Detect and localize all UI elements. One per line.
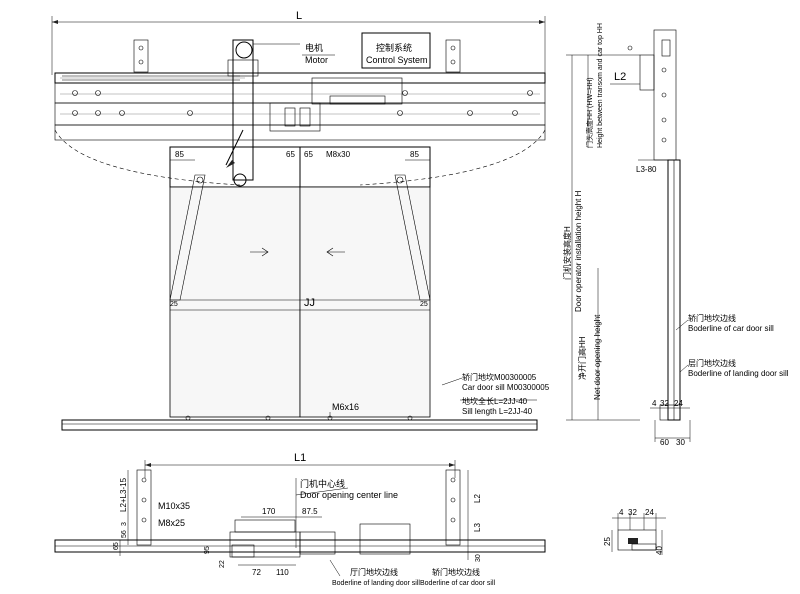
dim-25-right: 25 xyxy=(420,301,428,308)
top-dim-87-5: 87.5 xyxy=(302,507,318,516)
car-sill-en: Boderline of car door sill xyxy=(688,324,774,333)
top-dim-95: 95 xyxy=(204,546,211,554)
side-dim-4: 4 xyxy=(652,399,657,408)
motor-label-en: Motor xyxy=(305,55,328,65)
install-h-cn: 门机安装高度H xyxy=(562,226,572,280)
dim-25-left: 25 xyxy=(170,301,178,308)
dim-l2: L2 xyxy=(614,71,626,83)
landing-sill-cn: 层门地坎边线 xyxy=(688,358,736,368)
side-dim-60: 60 xyxy=(660,438,669,447)
front-view: L 电机 Motor xyxy=(51,10,550,431)
dim-hh-cn: 门头高度HH (HW=HH) xyxy=(585,77,594,148)
dim-85-right: 85 xyxy=(410,150,419,159)
side-dim-24: 24 xyxy=(674,399,683,408)
detail-dim-25: 25 xyxy=(603,537,612,546)
top-dim-56: 56 xyxy=(121,530,128,538)
top-dim-170: 170 xyxy=(262,507,276,516)
top-dim-72: 72 xyxy=(252,568,261,577)
bolt-m8x25: M8x25 xyxy=(158,518,185,528)
dim-L: L xyxy=(296,10,302,22)
car-sill-top-en: Boderline of car door sill xyxy=(420,580,496,587)
center-line-en: Door opening center line xyxy=(300,490,398,500)
sill-length-cn: 地坎全长L=2JJ-40 xyxy=(462,396,528,406)
net-h-en: Net door opening height xyxy=(593,314,602,400)
control-label-en: Control System xyxy=(366,55,428,65)
detail-dim-40: 40 xyxy=(655,546,664,555)
side-dim-32: 32 xyxy=(660,399,669,408)
detail-dim-32: 32 xyxy=(628,508,637,517)
sill-length-en: Sill length L=2JJ-40 xyxy=(462,407,533,416)
dim-m8x30: M8x30 xyxy=(326,150,351,159)
dim-85-left: 85 xyxy=(175,150,184,159)
dim-l2-l3-15: L2+L3-15 xyxy=(119,477,128,512)
detail-dim-24: 24 xyxy=(645,508,654,517)
car-sill-top-cn: 轿门地坎边线 xyxy=(432,567,480,577)
top-dim-22: 22 xyxy=(219,560,226,568)
side-view: 门头高度HH (HW=HH) Height between transom an… xyxy=(562,23,789,447)
sill-label-en: Car door sill M00300005 xyxy=(462,383,550,392)
control-label-cn: 控制系统 xyxy=(376,42,412,53)
car-sill-cn: 轿门地坎边线 xyxy=(688,313,736,323)
top-dim-l2: L2 xyxy=(473,494,482,503)
top-dim-3: 3 xyxy=(121,522,128,526)
top-dim-30: 30 xyxy=(475,554,482,562)
sill-detail: 4 32 24 25 40 xyxy=(603,508,666,555)
dim-jj: JJ xyxy=(304,297,315,309)
dim-hh-en: Height between transom and car top HH xyxy=(597,23,604,148)
motor-label-cn: 电机 xyxy=(305,42,323,53)
landing-sill-en: Boderline of landing door sill xyxy=(688,369,789,378)
dim-l1: L1 xyxy=(294,452,306,464)
landing-sill-top-cn: 厅门地坎边线 xyxy=(350,567,398,577)
install-h-en: Door operator installation height H xyxy=(574,190,583,312)
dim-65-left: 65 xyxy=(286,150,295,159)
bolt-m10x35: M10x35 xyxy=(158,501,190,511)
bolt-m6x16: M6x16 xyxy=(332,402,359,412)
landing-sill-top-en: Boderline of landing door sill xyxy=(332,580,420,587)
detail-dim-4: 4 xyxy=(619,508,624,517)
center-line-cn: 门机中心线 xyxy=(300,478,345,489)
dim-l3-80: L3-80 xyxy=(636,165,657,174)
top-dim-110: 110 xyxy=(276,568,289,577)
top-view: L1 L2+L3-15 3 56 65 M10x35 M8x25 门机中心线 D… xyxy=(54,452,546,587)
side-dim-30: 30 xyxy=(676,438,685,447)
net-h-cn: 净开门高HH xyxy=(577,336,587,380)
sill-label-cn: 轿门地坎M00300005 xyxy=(462,372,537,382)
dim-65-right: 65 xyxy=(304,150,313,159)
top-dim-l3: L3 xyxy=(473,523,482,532)
